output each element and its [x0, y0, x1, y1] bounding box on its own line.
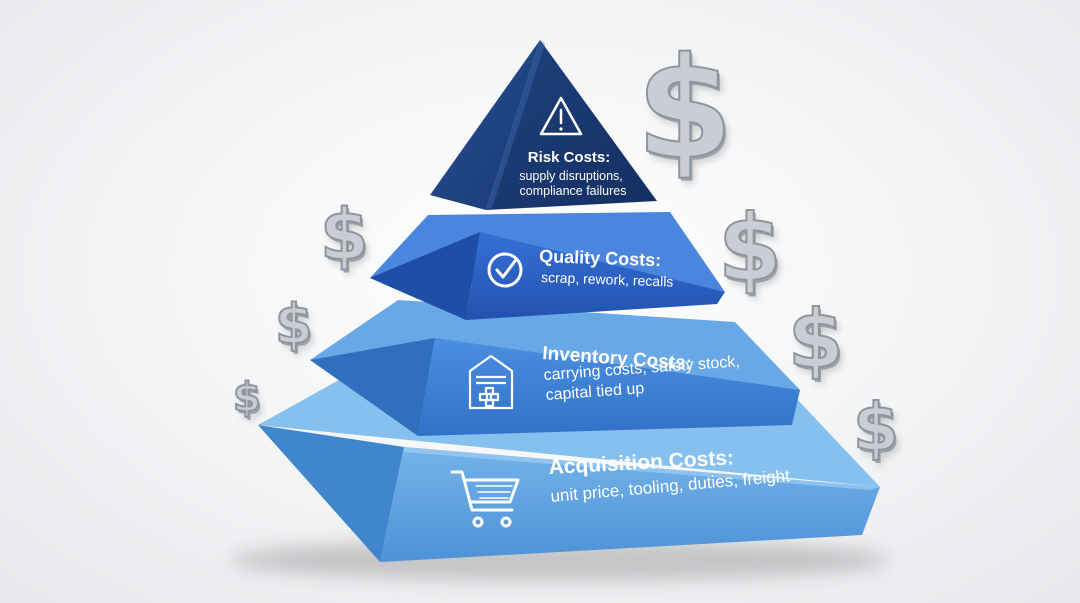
- checkmark-circle-icon: [487, 252, 523, 288]
- inventory-costs-line-2: capital tied up: [545, 380, 645, 404]
- dollar-sign-icon: $: [232, 375, 262, 421]
- tier-inventory: [310, 300, 800, 436]
- risk-costs-title: Risk Costs:: [528, 149, 611, 166]
- tier-risk: [430, 40, 657, 210]
- warehouse-icon: [468, 354, 514, 410]
- dollar-sign-icon: $: [787, 293, 845, 386]
- warning-triangle-icon: [539, 96, 583, 136]
- risk-costs-line-1: supply disruptions,: [519, 169, 623, 183]
- dollar-sign-icon: $: [319, 194, 370, 276]
- dollar-sign-icon: $: [717, 195, 783, 302]
- shopping-cart-icon: [450, 470, 520, 528]
- dollar-sign-icon: $: [274, 293, 314, 356]
- dollar-sign-icon: $: [635, 28, 734, 191]
- quality-costs-title: Quality Costs:: [539, 246, 662, 270]
- tier-quality: [370, 212, 725, 320]
- risk-costs-line-2: compliance failures: [520, 184, 627, 198]
- dollar-sign-icon: $: [852, 389, 900, 466]
- quality-costs-line-1: scrap, rework, recalls: [541, 269, 674, 290]
